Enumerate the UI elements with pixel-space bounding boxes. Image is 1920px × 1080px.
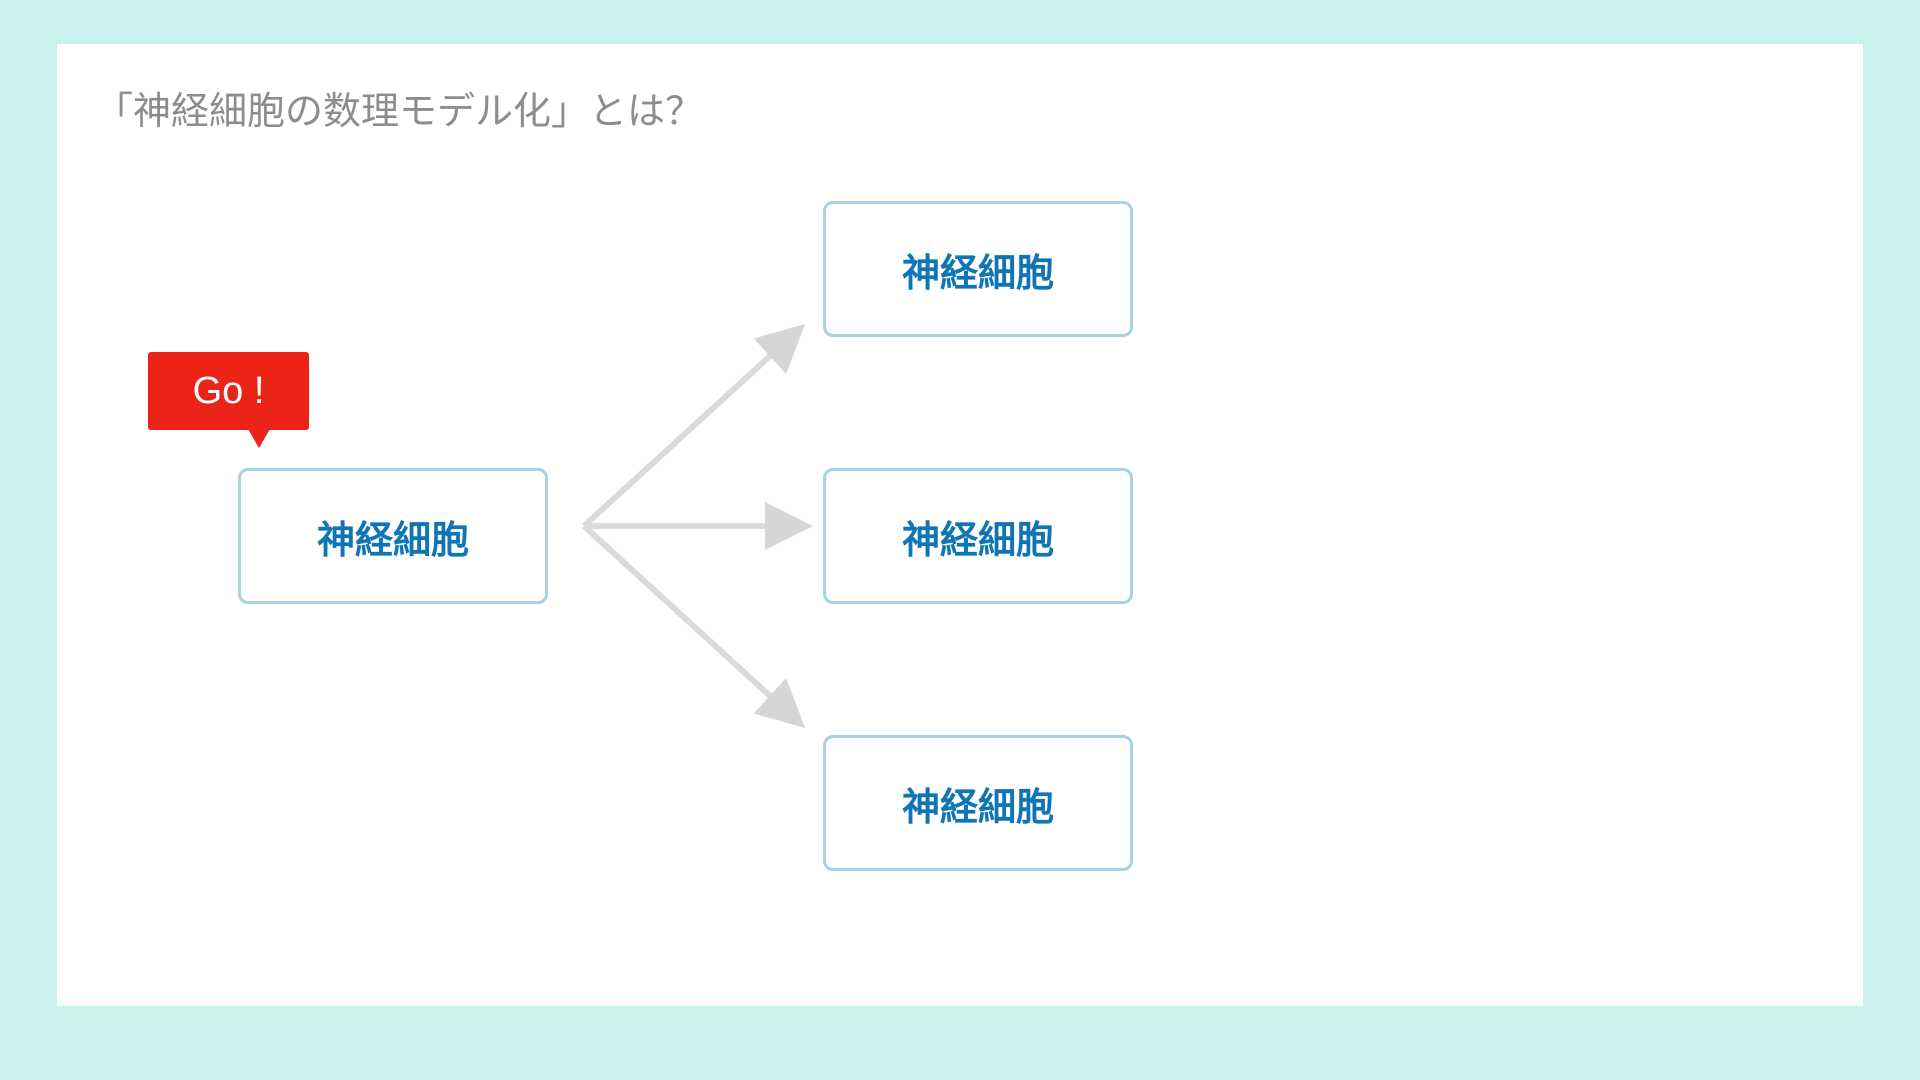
slide-title: 「神経細胞の数理モデル化」とは？ — [95, 89, 704, 133]
arrow-to-bottom — [581, 523, 806, 729]
connection-arrows — [581, 323, 813, 729]
neuron-source-box: 神経細胞 — [238, 468, 548, 604]
go-callout-pointer — [248, 429, 270, 448]
go-callout: Go ! — [148, 352, 309, 430]
neuron-target-top-box: 神経細胞 — [823, 201, 1133, 337]
neuron-target-middle-box: 神経細胞 — [823, 468, 1133, 604]
slide: 「神経細胞の数理モデル化」とは？ 神経細胞 神経細胞 神経細胞 神経細胞 Go … — [57, 44, 1863, 1006]
neuron-target-bottom-box: 神経細胞 — [823, 735, 1133, 871]
arrow-to-top — [581, 323, 806, 529]
